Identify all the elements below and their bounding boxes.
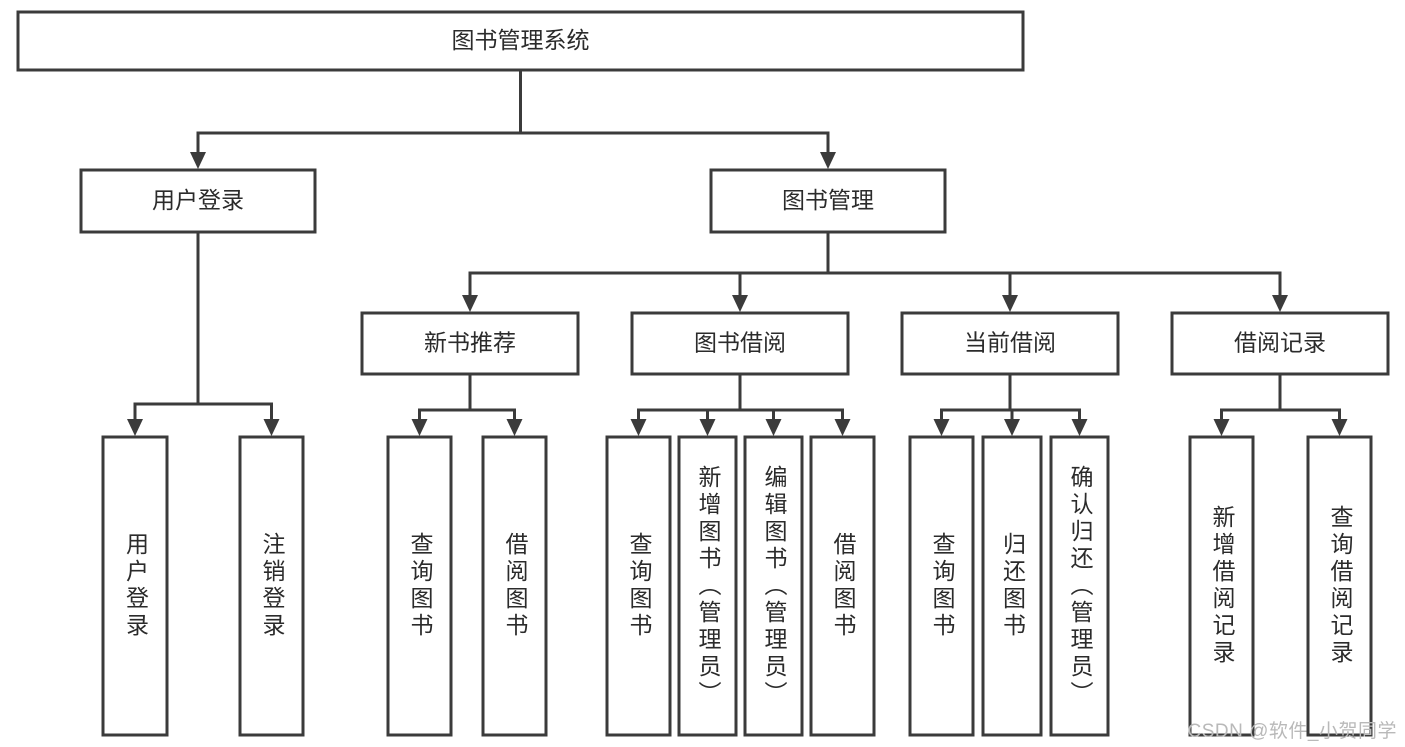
connector-edge-nbr-leaf2 xyxy=(468,374,523,436)
node-box-leaf-add-borrow-record[interactable] xyxy=(1188,435,1255,737)
connector-edge-bb-leaf3 xyxy=(738,374,782,436)
arrow-head-icon xyxy=(1331,419,1348,436)
connector-edge-br-leaf1 xyxy=(1213,374,1282,436)
connector-line xyxy=(738,374,844,427)
arrow-head-icon xyxy=(732,295,748,312)
connector-line xyxy=(196,70,522,160)
node-box-leaf-query-borrow-record[interactable] xyxy=(1306,435,1373,737)
arrow-head-icon xyxy=(263,419,280,436)
node-box-leaf-query-book-current[interactable] xyxy=(908,435,975,737)
node-label-current-borrow: 当前借阅 xyxy=(964,330,1056,356)
arrow-head-icon xyxy=(462,295,478,312)
arrow-head-icon xyxy=(1071,419,1088,436)
node-layer xyxy=(16,10,1390,737)
connector-line xyxy=(637,374,742,427)
node-box-leaf-borrow-book-rec[interactable] xyxy=(481,435,548,737)
node-box-book-manage[interactable] xyxy=(709,168,947,234)
node-box-leaf-return-book[interactable] xyxy=(981,435,1043,737)
node-label-new-book-recommend: 新书推荐 xyxy=(424,330,516,356)
arrow-head-icon xyxy=(933,419,950,436)
node-label-user-login: 用户登录 xyxy=(152,187,244,213)
node-box-leaf-add-book-admin[interactable] xyxy=(677,435,738,737)
node-box-current-borrow[interactable] xyxy=(900,311,1120,376)
node-box-leaf-borrow-book[interactable] xyxy=(809,435,876,737)
arrow-head-icon xyxy=(411,419,428,436)
connector-edge-bb-leaf4 xyxy=(738,374,851,436)
connector-edge-bb-leaf2 xyxy=(699,374,742,436)
arrow-head-icon xyxy=(699,419,716,436)
node-label-root: 图书管理系统 xyxy=(452,27,590,53)
connector-line xyxy=(196,232,273,427)
node-box-leaf-confirm-return-admin[interactable] xyxy=(1049,435,1110,737)
connector-line xyxy=(826,232,1012,303)
arrow-head-icon xyxy=(834,419,851,436)
connector-edge-ul-leaf2 xyxy=(196,232,280,436)
node-box-new-book-recommend[interactable] xyxy=(360,311,580,376)
node-box-leaf-query-book-rec[interactable] xyxy=(386,435,453,737)
arrow-head-icon xyxy=(630,419,647,436)
connector-line xyxy=(1220,374,1282,427)
node-box-leaf-edit-book-admin[interactable] xyxy=(743,435,804,737)
connector-edge-bm-borrow-record xyxy=(826,232,1288,312)
node-box-user-login[interactable] xyxy=(79,168,317,234)
connector-layer xyxy=(127,70,1348,436)
arrow-head-icon xyxy=(127,419,143,436)
node-box-leaf-logout-login[interactable] xyxy=(238,435,305,737)
connector-line xyxy=(468,374,516,427)
node-box-book-borrow[interactable] xyxy=(630,311,850,376)
node-label-book-manage: 图书管理 xyxy=(782,187,874,213)
arrow-head-icon xyxy=(1002,295,1018,312)
connector-line xyxy=(133,232,200,427)
connector-line xyxy=(519,70,830,160)
connector-edge-root-book-manage xyxy=(519,70,836,169)
connector-edge-cb-leaf1 xyxy=(933,374,1012,436)
arrow-head-icon xyxy=(820,152,836,169)
arrow-head-icon xyxy=(1272,295,1288,312)
arrow-head-icon xyxy=(1213,419,1230,436)
connector-edge-root-user-login xyxy=(190,70,522,169)
arrow-head-icon xyxy=(506,419,523,436)
connector-line xyxy=(826,232,1282,303)
connector-edge-nbr-leaf1 xyxy=(411,374,472,436)
node-box-leaf-user-login[interactable] xyxy=(101,435,169,737)
watermark-text: CSDN @软件_小贺同学 xyxy=(1187,721,1397,742)
connector-edge-cb-leaf2 xyxy=(1004,374,1020,436)
connector-edge-bb-leaf1 xyxy=(630,374,742,436)
node-label-book-borrow: 图书借阅 xyxy=(694,330,786,356)
connector-edge-bm-book-borrow xyxy=(732,232,830,312)
connector-line xyxy=(940,374,1012,427)
connector-edge-br-leaf2 xyxy=(1278,374,1348,436)
connector-edge-cb-leaf3 xyxy=(1008,374,1088,436)
connector-line xyxy=(468,232,830,303)
connector-line xyxy=(738,232,830,303)
node-box-leaf-query-book-borrow[interactable] xyxy=(605,435,672,737)
arrow-head-icon xyxy=(190,152,206,169)
connector-line xyxy=(1008,374,1081,427)
node-box-root[interactable] xyxy=(16,10,1025,72)
arrow-head-icon xyxy=(765,419,782,436)
node-label-borrow-record: 借阅记录 xyxy=(1234,330,1326,356)
connector-edge-ul-leaf1 xyxy=(127,232,200,436)
arrow-head-icon xyxy=(1004,419,1020,436)
connector-line xyxy=(1278,374,1341,427)
node-box-borrow-record[interactable] xyxy=(1170,311,1390,376)
